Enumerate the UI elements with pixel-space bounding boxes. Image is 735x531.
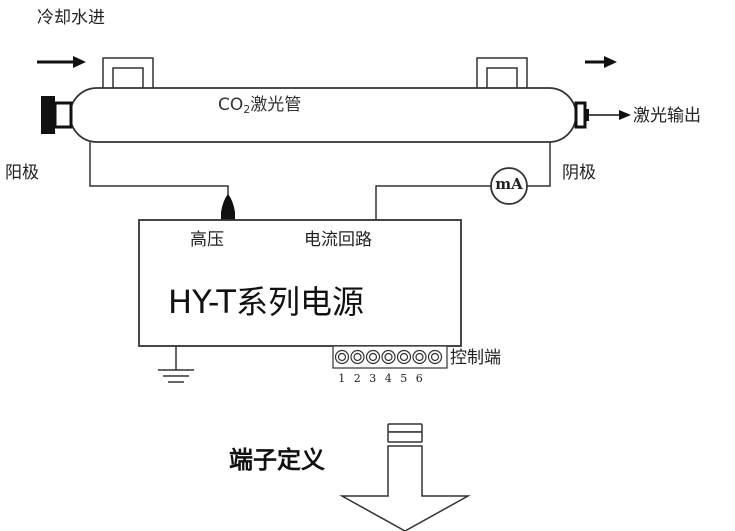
control-terminal-block [332, 345, 448, 369]
laser-output-arrow [589, 110, 631, 120]
anode-cap [41, 96, 73, 134]
water-outlet-port [476, 57, 528, 88]
control-terminal-label: 控制端 [450, 348, 501, 368]
water-out-arrow [585, 56, 617, 68]
terminal-number: 2 [353, 372, 361, 385]
milliammeter-label: mA [495, 175, 523, 193]
hv-connector [221, 194, 235, 220]
cathode-label: 阴极 [562, 163, 596, 183]
anode-wire [89, 142, 229, 200]
cathode-cap [574, 101, 589, 129]
cooling-water-in-label: 冷却水进 [37, 8, 105, 28]
terminal-number: 1 [338, 372, 346, 385]
current-loop-label: 电流回路 [304, 230, 372, 250]
cathode-wire [375, 142, 551, 220]
milliammeter-icon [490, 167, 528, 205]
terminal-definition-label: 端子定义 [229, 446, 325, 474]
terminal-number: 6 [415, 372, 423, 385]
anode-label: 阳极 [5, 163, 39, 183]
laser-output-label: 激光输出 [633, 106, 701, 126]
power-supply-box [138, 219, 462, 347]
terminal-definition-arrow [339, 445, 471, 531]
terminal-number: 5 [400, 372, 408, 385]
co2-laser-tube [69, 87, 577, 143]
co2-laser-tube-label: CO2激光管 [218, 95, 302, 116]
terminal-number: 4 [384, 372, 392, 385]
water-in-arrow [37, 56, 86, 68]
water-inlet-port [102, 57, 154, 88]
terminal-number: 3 [369, 372, 377, 385]
ground-icon [158, 346, 194, 383]
power-supply-title: HY-T系列电源 [168, 283, 364, 321]
high-voltage-label: 高压 [190, 230, 224, 250]
terminal-connector-icon [387, 423, 423, 443]
